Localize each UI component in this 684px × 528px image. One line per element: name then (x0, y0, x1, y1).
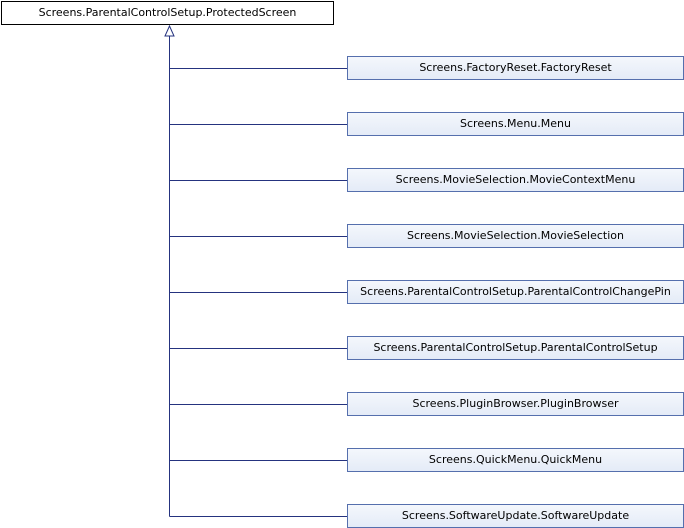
derived-class-node[interactable]: Screens.FactoryReset.FactoryReset (347, 56, 684, 80)
base-class-node[interactable]: Screens.ParentalControlSetup.ProtectedSc… (1, 1, 334, 25)
derived-class-node[interactable]: Screens.ParentalControlSetup.ParentalCon… (347, 280, 684, 304)
derived-class-node[interactable]: Screens.ParentalControlSetup.ParentalCon… (347, 336, 684, 360)
derived-class-node[interactable]: Screens.Menu.Menu (347, 112, 684, 136)
inheritance-arrowhead (164, 24, 175, 37)
derived-class-node[interactable]: Screens.PluginBrowser.PluginBrowser (347, 392, 684, 416)
derived-class-node[interactable]: Screens.MovieSelection.MovieSelection (347, 224, 684, 248)
derived-class-node[interactable]: Screens.SoftwareUpdate.SoftwareUpdate (347, 504, 684, 528)
derived-class-node[interactable]: Screens.MovieSelection.MovieContextMenu (347, 168, 684, 192)
derived-class-node[interactable]: Screens.QuickMenu.QuickMenu (347, 448, 684, 472)
